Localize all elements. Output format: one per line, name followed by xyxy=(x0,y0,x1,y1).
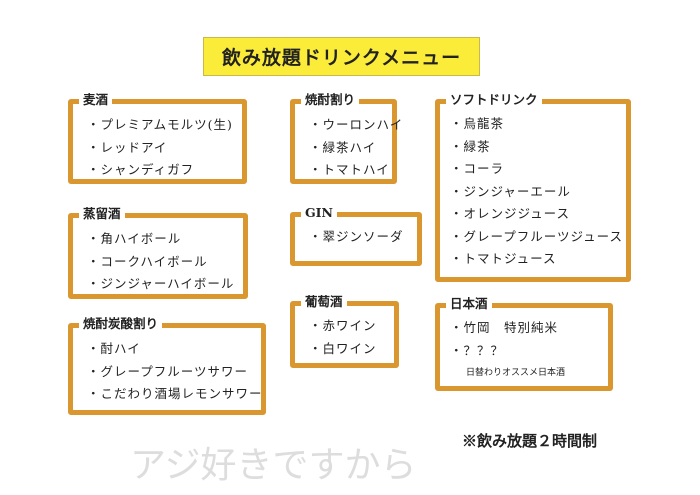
list-item: 烏龍茶 xyxy=(450,113,623,136)
section-label: 麦酒 xyxy=(79,92,113,108)
list-item: グレープフルーツサワー xyxy=(87,361,263,384)
list-item: 竹岡 特別純米 xyxy=(450,317,558,340)
list-item: グレープフルーツジュース xyxy=(450,226,623,249)
time-limit-note: ※飲み放題２時間制 xyxy=(462,432,598,450)
section-label: 日本酒 xyxy=(446,296,492,312)
logo-watermark: アジ好きですから xyxy=(130,445,417,486)
list-item: 翠ジンソーダ xyxy=(309,226,404,249)
section-distilled: 蒸留酒 角ハイボール コークハイボール ジンジャーハイボール xyxy=(68,206,248,299)
section-label: ソフトドリンク xyxy=(446,92,542,108)
section-chuhai: 焼酎炭酸割り 酎ハイ グレープフルーツサワー こだわり酒場レモンサワー xyxy=(68,316,266,415)
section-beer: 麦酒 プレミアムモルツ(生) レッドアイ シャンディガフ xyxy=(68,92,247,184)
list-item: 緑茶 xyxy=(450,136,623,159)
list-item: トマトハイ xyxy=(309,159,403,182)
section-shochu-wari: 焼酎割り ウーロンハイ 緑茶ハイ トマトハイ xyxy=(290,92,402,184)
list-item: 酎ハイ xyxy=(87,338,263,361)
list-item: コーラ xyxy=(450,158,623,181)
section-gin: GIN 翠ジンソーダ xyxy=(290,205,422,266)
list-item: プレミアムモルツ(生) xyxy=(87,114,233,137)
section-label: GIN xyxy=(301,205,337,221)
list-item: こだわり酒場レモンサワー xyxy=(87,383,263,406)
sake-note: 日替わりオススメ日本酒 xyxy=(466,368,566,378)
list-item: ジンジャーハイボール xyxy=(87,273,234,296)
section-sake: 日本酒 竹岡 特別純米 ？？？ 日替わりオススメ日本酒 xyxy=(435,296,613,391)
section-label: 焼酎炭酸割り xyxy=(79,316,163,332)
list-item: 緑茶ハイ xyxy=(309,137,403,160)
list-item: シャンディガフ xyxy=(87,159,233,182)
list-item: オレンジジュース xyxy=(450,203,623,226)
list-item: トマトジュース xyxy=(450,248,623,271)
list-item: ？？？ xyxy=(450,340,558,363)
list-item: ジンジャーエール xyxy=(450,181,623,204)
list-item: コークハイボール xyxy=(87,251,234,274)
section-soft-drink: ソフトドリンク 烏龍茶 緑茶 コーラ ジンジャーエール オレンジジュース グレー… xyxy=(435,92,631,282)
list-item: 角ハイボール xyxy=(87,228,234,251)
section-label: 蒸留酒 xyxy=(79,206,125,222)
list-item: レッドアイ xyxy=(87,137,233,160)
list-item: 白ワイン xyxy=(309,338,377,361)
menu-title: 飲み放題ドリンクメニュー xyxy=(203,37,480,76)
section-wine: 葡萄酒 赤ワイン 白ワイン xyxy=(290,294,399,368)
list-item: 赤ワイン xyxy=(309,315,377,338)
list-item: ウーロンハイ xyxy=(309,114,403,137)
section-label: 焼酎割り xyxy=(301,92,360,108)
section-label: 葡萄酒 xyxy=(301,294,347,310)
